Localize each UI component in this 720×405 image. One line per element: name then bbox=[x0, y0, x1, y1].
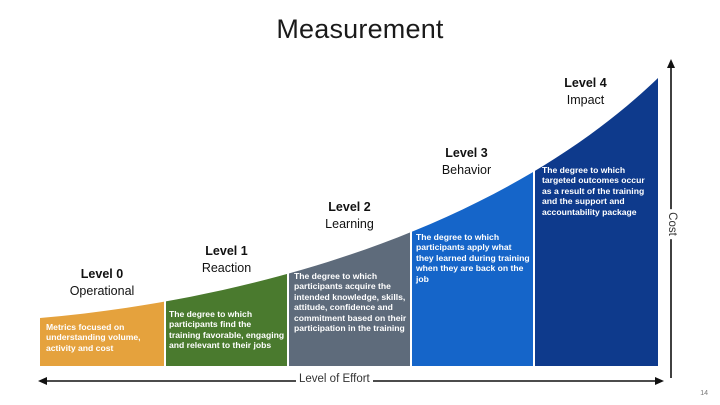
level-0-description: Metrics focused on understanding volume,… bbox=[46, 322, 141, 353]
level-4-heading: Level 4 Impact bbox=[525, 75, 646, 109]
effort-axis-left-arrow bbox=[38, 377, 47, 385]
level-1-name: Level 1 bbox=[205, 244, 248, 258]
level-0-name: Level 0 bbox=[80, 267, 124, 281]
slide-title: Measurement bbox=[276, 14, 444, 44]
level-1-subtitle: Reaction bbox=[201, 261, 252, 275]
effort-axis-right-arrow bbox=[655, 377, 664, 385]
level-3-subtitle: Behavior bbox=[441, 163, 492, 177]
level-0-subtitle: Operational bbox=[69, 284, 135, 298]
level-3-name: Level 3 bbox=[445, 146, 488, 160]
level-2-name: Level 2 bbox=[328, 200, 371, 214]
level-2-subtitle: Learning bbox=[325, 217, 374, 231]
level-0-bar bbox=[40, 78, 164, 366]
level-3-heading: Level 3 Behavior bbox=[406, 145, 527, 179]
y-axis-label: Cost bbox=[665, 209, 678, 239]
level-0-heading: Level 0 Operational bbox=[42, 266, 162, 300]
level-1-description: The degree to which participants find th… bbox=[169, 309, 285, 351]
level-4-name: Level 4 bbox=[564, 76, 607, 90]
level-4-subtitle: Impact bbox=[566, 93, 605, 107]
level-2-heading: Level 2 Learning bbox=[289, 199, 410, 233]
level-1-heading: Level 1 Reaction bbox=[166, 243, 287, 277]
x-axis-label: Level of Effort bbox=[296, 373, 373, 385]
level-3-bar bbox=[412, 78, 533, 366]
level-4-description: The degree to which targeted outcomes oc… bbox=[542, 165, 645, 217]
level-2-description: The degree to which participants acquire… bbox=[294, 271, 407, 334]
page-number: 14 bbox=[700, 390, 708, 397]
level-3-description: The degree to which participants apply w… bbox=[416, 232, 530, 284]
cost-axis-arrow bbox=[667, 59, 675, 68]
